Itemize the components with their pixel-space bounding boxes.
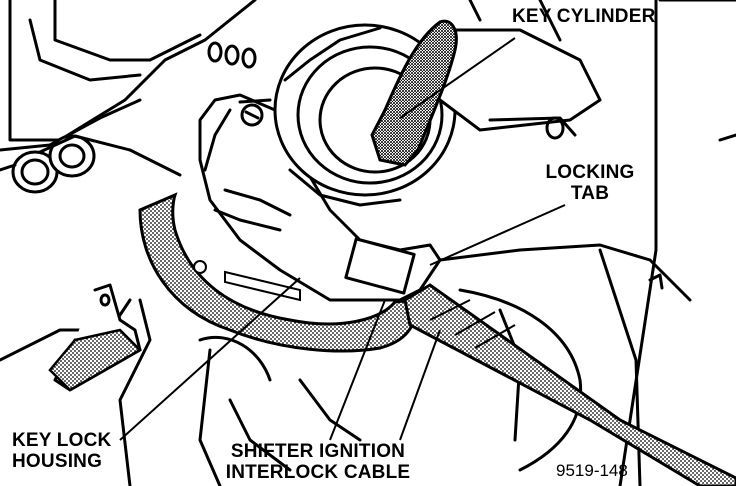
key-blade: [370, 19, 458, 167]
key-lock-housing-leader: [119, 277, 301, 441]
shifter-cable-label-line1: SHIFTER IGNITION: [230, 441, 406, 462]
shifter-cable-label-line2: INTERLOCK CABLE: [225, 462, 411, 483]
shifter-cable-leader-a: [329, 299, 386, 441]
key-lock-housing-label-line2: HOUSING: [12, 451, 103, 472]
key-cylinder-label: KEY CYLINDER: [512, 6, 656, 27]
shifter-ignition-interlock-cable-label: SHIFTER IGNITION INTERLOCK CABLE: [218, 441, 418, 483]
key-lock-housing-label: KEY LOCK HOUSING: [12, 430, 111, 472]
shifter-cable-leader-b: [399, 329, 441, 441]
key-cylinder-leader: [399, 37, 516, 119]
locking-tab-label-line1: LOCKING: [545, 162, 635, 183]
figure-number: 9519-148: [556, 461, 628, 480]
upper-bracket: [8, 0, 257, 142]
locking-tab-leader: [429, 204, 566, 266]
locking-tab-label: LOCKING TAB: [540, 162, 640, 204]
interlock-cable: [403, 283, 736, 486]
locking-tab-label-line2: TAB: [570, 183, 610, 204]
key-lock-housing-label-line1: KEY LOCK: [12, 430, 112, 451]
